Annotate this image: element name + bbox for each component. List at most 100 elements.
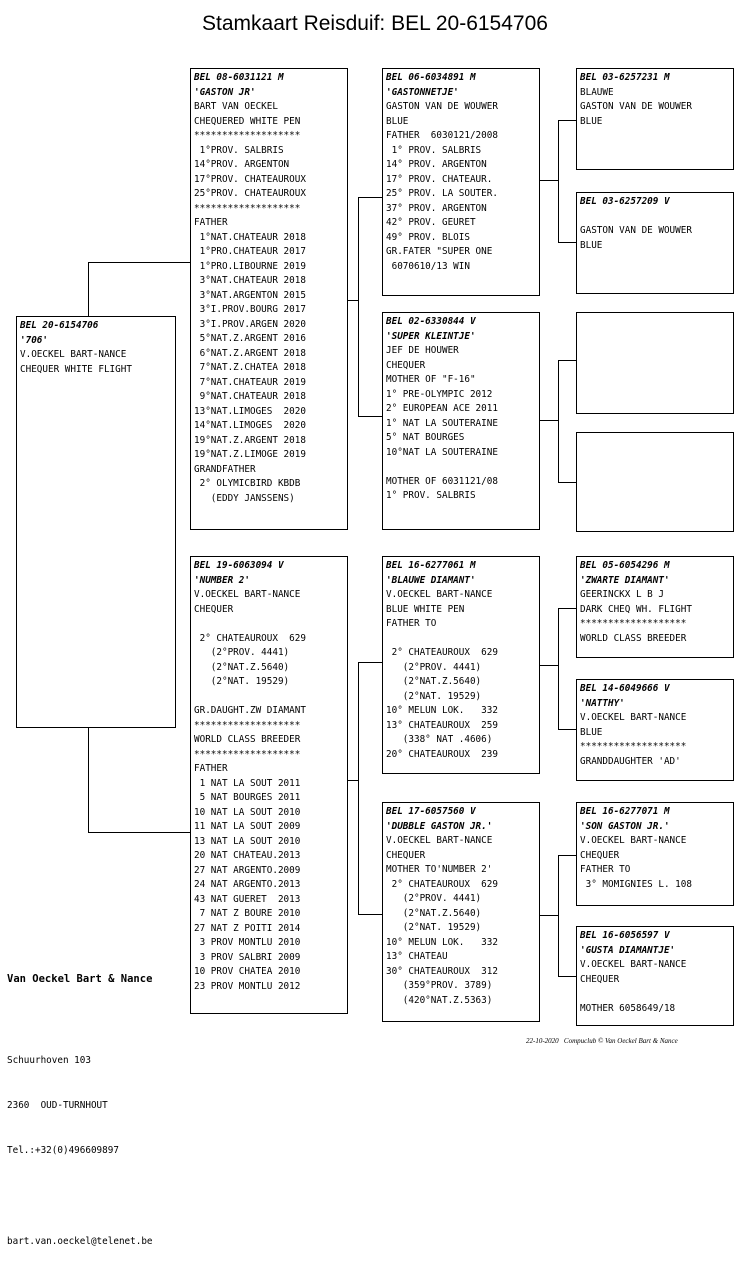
pigeon-name-line	[580, 210, 730, 225]
ring-number: BEL 08-6031121 M	[194, 72, 284, 83]
pigeon-card-maternal-grandmother[interactable]: BEL 17-6057560 V'DUBBLE GASTON JR.'V.OEC…	[382, 802, 540, 1022]
pigeon-detail-line: 24 NAT ARGENTO.2013	[194, 879, 301, 890]
pigeon-detail-line: *******************	[580, 618, 687, 629]
pigeon-detail-line: (EDDY JANSSENS)	[194, 492, 295, 504]
connector	[558, 729, 576, 730]
pigeon-detail-line: 3°NAT.CHATEAUR 2018	[194, 275, 306, 286]
pigeon-detail-line: MOTHER OF 6031121/08	[386, 475, 498, 487]
pigeon-card-mm-mother[interactable]: BEL 16-6056597 V'GUSTA DIAMANTJE'V.OECKE…	[576, 926, 734, 1026]
pigeon-card-paternal-grandmother[interactable]: BEL 02-6330844 V'SUPER KLEINTJE'JEF DE H…	[382, 312, 540, 530]
connector	[558, 120, 559, 243]
pigeon-detail-line: 25° PROV. LA SOUTER.	[386, 188, 498, 199]
ring-number: BEL 16-6277061 M	[386, 560, 476, 571]
pigeon-detail-line: CHEQUER	[580, 849, 620, 861]
pigeon-detail-line: 30° CHATEAUROUX 312	[386, 965, 498, 977]
connector	[558, 855, 559, 977]
pigeon-detail-line: FATHER	[194, 763, 228, 774]
pigeon-detail-line: 23 PROV MONTLU 2012	[194, 980, 301, 992]
pigeon-name-line: 'DUBBLE GASTON JR.'	[386, 820, 493, 832]
ring-number: BEL 02-6330844 V	[386, 316, 476, 327]
pigeon-detail-line: 1° PROV. SALBRIS	[386, 490, 476, 501]
pigeon-detail-line: V.OECKEL BART-NANCE	[386, 589, 493, 600]
pigeon-card-maternal-grandfather[interactable]: BEL 16-6277061 M 'BLAUWE DIAMANT' V.OECKEL…	[382, 556, 540, 774]
pigeon-detail-line: *******************	[194, 748, 301, 760]
pigeon-detail-line: MOTHER OF "F-16"	[386, 374, 476, 385]
pigeon-detail-line: (2°NAT. 19529)	[386, 922, 482, 933]
connector	[358, 662, 359, 915]
pigeon-detail-line: 17° PROV. CHATEAUR.	[386, 173, 493, 185]
pigeon-detail-line: (420°NAT.Z.5363)	[386, 994, 493, 1006]
pigeon-card-mf-father[interactable]: BEL 05-6054296 M'ZWARTE DIAMANT'GEERINCK…	[576, 556, 734, 658]
owner-street: Schuurhoven 103	[7, 1055, 91, 1066]
footer-date: 22-10-2020	[526, 1037, 559, 1045]
connector	[558, 120, 576, 121]
owner-email[interactable]: bart.van.oeckel@telenet.be	[7, 1236, 153, 1247]
ring-number: BEL 17-6057560 V	[386, 806, 476, 817]
pigeon-detail-line: 2° CHATEAUROUX 629	[386, 878, 498, 890]
pigeon-detail-line: 19°NAT.Z.ARGENT 2018	[194, 434, 306, 446]
pigeon-detail-line: FATHER	[194, 217, 228, 228]
pigeon-detail-line: *******************	[580, 741, 687, 752]
pigeon-detail-line: (2°NAT. 19529)	[386, 690, 482, 702]
pigeon-card-paternal-grandfather[interactable]: BEL 06-6034891 M'GASTONNETJE'GASTON VAN …	[382, 68, 540, 296]
pigeon-detail-line: FATHER 6030121/2008	[386, 130, 498, 141]
pigeon-detail-line: 5°NAT.Z.ARGENT 2016	[194, 333, 306, 344]
pigeon-detail-line: 3 PROV MONTLU 2010	[194, 937, 301, 948]
connector	[347, 300, 359, 301]
pigeon-name-line: 'GUSTA DIAMANTJE'	[580, 944, 676, 956]
pigeon-name-line: 'BLAUWE DIAMANT'	[386, 574, 476, 586]
pigeon-detail-line: 43 NAT GUERET 2013	[194, 893, 301, 905]
pigeon-detail-line: 2° EUROPEAN ACE 2011	[386, 403, 498, 414]
pigeon-detail-line: 3° MOMIGNIES L. 108	[580, 878, 692, 890]
pigeon-card-mother[interactable]: BEL 19-6063094 V'NUMBER 2'V.OECKEL BART-…	[190, 556, 348, 1014]
connector	[558, 608, 576, 609]
pigeon-detail-line: (2°NAT.Z.5640)	[386, 676, 482, 687]
pigeon-detail-line: CHEQUER	[386, 359, 426, 371]
connector	[558, 360, 559, 483]
ring-number: BEL 14-6049666 V	[580, 683, 670, 694]
pigeon-detail-line: GASTON VAN DE WOUWER	[386, 101, 498, 112]
pigeon-detail-line: DARK CHEQ WH. FLIGHT	[580, 603, 692, 615]
pigeon-card-fm-father[interactable]	[576, 312, 734, 414]
pigeon-detail-line: BLUE	[580, 239, 603, 251]
pigeon-detail-line: BLUE WHITE PEN	[386, 603, 465, 615]
footer-credit: Compuclub © Van Oeckel Bart & Nance	[563, 1037, 678, 1045]
ring-number: BEL 20-6154706	[20, 320, 99, 331]
connector	[347, 780, 359, 781]
pigeon-detail-line: 27 NAT Z POITI 2014	[194, 922, 301, 934]
pigeon-detail-line: GASTON VAN DE WOUWER	[580, 225, 692, 236]
pigeon-card-fm-mother[interactable]	[576, 432, 734, 532]
pigeon-detail-line: GASTON VAN DE WOUWER	[580, 101, 692, 112]
pigeon-detail-line: V.OECKEL BART-NANCE	[580, 712, 687, 723]
connector	[358, 914, 382, 915]
pigeon-name-line: 'SUPER KLEINTJE'	[386, 330, 476, 342]
connector	[558, 855, 576, 856]
pigeon-card-father[interactable]: BEL 08-6031121 M'GASTON JR'BART VAN OECK…	[190, 68, 348, 530]
pigeon-detail-line	[194, 690, 344, 705]
pigeon-detail-line: V.OECKEL BART-NANCE	[580, 959, 687, 970]
pigeon-card-mm-father[interactable]: BEL 16-6277071 M'SON GASTON JR.'V.OECKEL…	[576, 802, 734, 906]
pigeon-detail-line: 14°NAT.LIMOGES 2020	[194, 420, 306, 431]
pigeon-name-line: 'GASTONNETJE'	[386, 86, 459, 98]
pigeon-detail-line: 1 NAT LA SOUT 2011	[194, 777, 301, 789]
pigeon-detail-line: 3°I.PROV.BOURG 2017	[194, 304, 306, 315]
pigeon-name-line: BLAUWE	[580, 86, 614, 98]
pigeon-detail-line: GR.DAUGHT.ZW DIAMANT	[194, 705, 306, 716]
pigeon-detail-line: 42° PROV. GEURET	[386, 217, 476, 228]
pigeon-detail-line: 11 NAT LA SOUT 2009	[194, 821, 301, 832]
pigeon-detail-line: CHEQUER	[386, 849, 426, 861]
ring-number: BEL 16-6277071 M	[580, 806, 670, 817]
pigeon-card-mf-mother[interactable]: BEL 14-6049666 V'NATTHY'V.OECKEL BART-NA…	[576, 679, 734, 781]
pigeon-detail-line: MOTHER 6058649/18	[580, 1002, 676, 1014]
pigeon-detail-line: 10° MELUN LOK. 332	[386, 705, 498, 716]
pigeon-name-line: 'NUMBER 2'	[194, 574, 250, 586]
connector	[558, 976, 576, 977]
pigeon-detail-line: 5° NAT BOURGES	[386, 432, 465, 443]
pigeon-detail-line: 3°NAT.ARGENTON 2015	[194, 289, 306, 301]
pigeon-detail-line: 6°NAT.Z.ARGENT 2018	[194, 347, 306, 359]
pigeon-detail-line: 1° NAT LA SOUTERAINE	[386, 417, 498, 429]
pigeon-detail-line: (2°PROV. 4441)	[386, 661, 482, 673]
